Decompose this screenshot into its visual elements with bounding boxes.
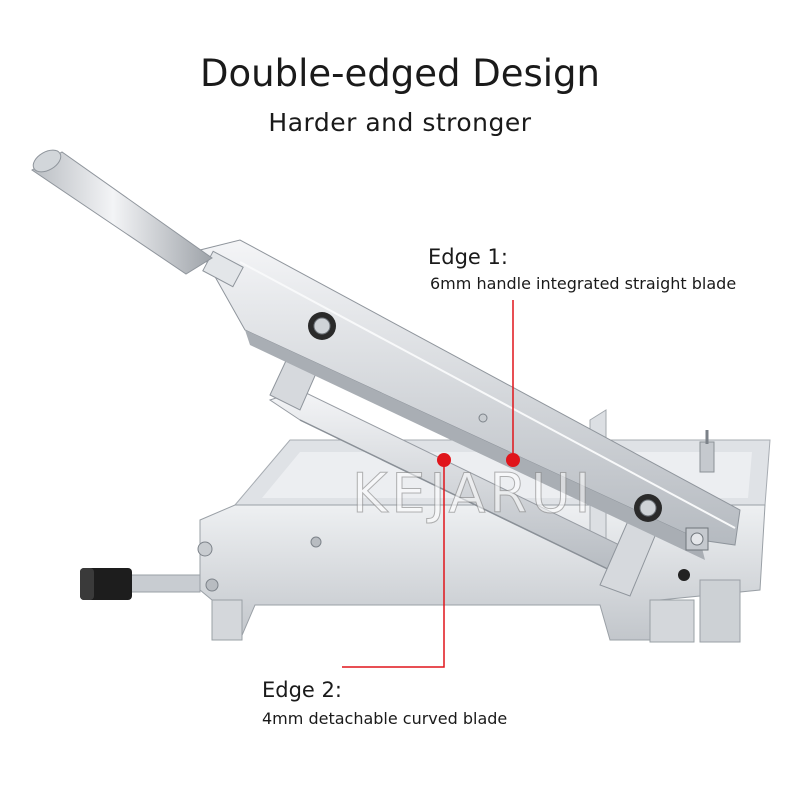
brand-watermark: KEJARUI	[351, 462, 595, 526]
edge-2-description: 4mm detachable curved blade	[262, 709, 508, 728]
hinge-nut	[678, 527, 709, 581]
edge-1-title: Edge 1:	[428, 245, 508, 269]
callout-dot-edge-1	[506, 453, 520, 467]
straight-blade-edge-1	[199, 239, 741, 560]
edge-2-title: Edge 2:	[262, 678, 342, 702]
side-support-rod	[80, 568, 201, 600]
callout-edge-2	[342, 453, 451, 668]
edge-1-description: 6mm handle integrated straight blade	[430, 274, 737, 293]
page-title: Double-edged Design	[200, 52, 600, 95]
callout-edge-1	[506, 300, 520, 467]
callout-dot-edge-2	[437, 453, 451, 467]
handle	[31, 149, 213, 275]
pivot-bolt-upper	[308, 312, 336, 340]
pivot-bolt-lower	[634, 494, 662, 522]
page-subtitle: Harder and stronger	[268, 108, 532, 137]
